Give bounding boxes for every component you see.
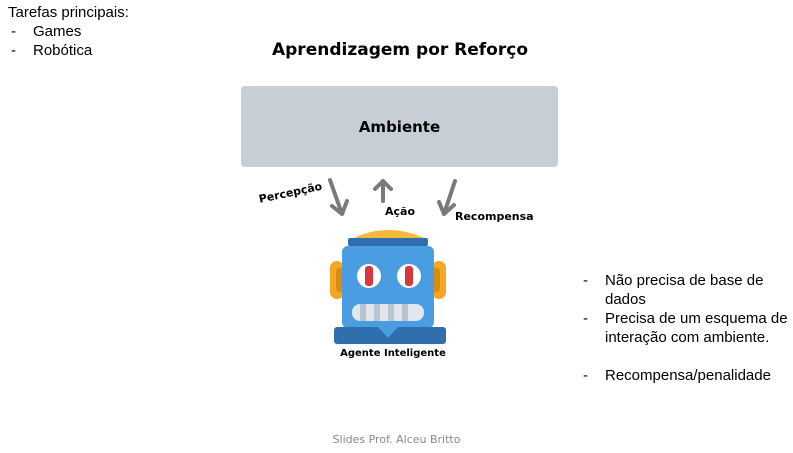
notes-list: Não precisa de base de dados Precisa de … <box>583 271 788 385</box>
footer-credit: Slides Prof. Alceu Britto <box>332 433 461 446</box>
notes-block: Não precisa de base de dados Precisa de … <box>583 271 788 385</box>
task-item-robotics: Robótica <box>8 41 129 60</box>
reward-arrow <box>437 179 457 216</box>
perception-arrow <box>328 178 349 216</box>
agent-label: Agente Inteligente <box>340 348 446 359</box>
action-label: Ação <box>385 205 416 218</box>
note-item-interaction: Precisa de um esquema de interação com a… <box>583 309 788 347</box>
robot-icon <box>330 230 446 344</box>
note-item-reward: Recompensa/penalidade <box>583 366 788 385</box>
tasks-list: Games Robótica <box>8 22 129 60</box>
tasks-heading: Tarefas principais: <box>8 4 129 21</box>
environment-label: Ambiente <box>358 117 441 136</box>
diagram-title: Aprendizagem por Reforço <box>271 40 529 60</box>
action-arrow <box>373 179 393 203</box>
environment-box: Ambiente <box>241 86 558 167</box>
reward-label: Recompensa <box>455 210 534 223</box>
tasks-block: Tarefas principais: Games Robótica <box>8 3 129 60</box>
note-item-database: Não precisa de base de dados <box>583 271 788 309</box>
task-item-games: Games <box>8 22 129 41</box>
